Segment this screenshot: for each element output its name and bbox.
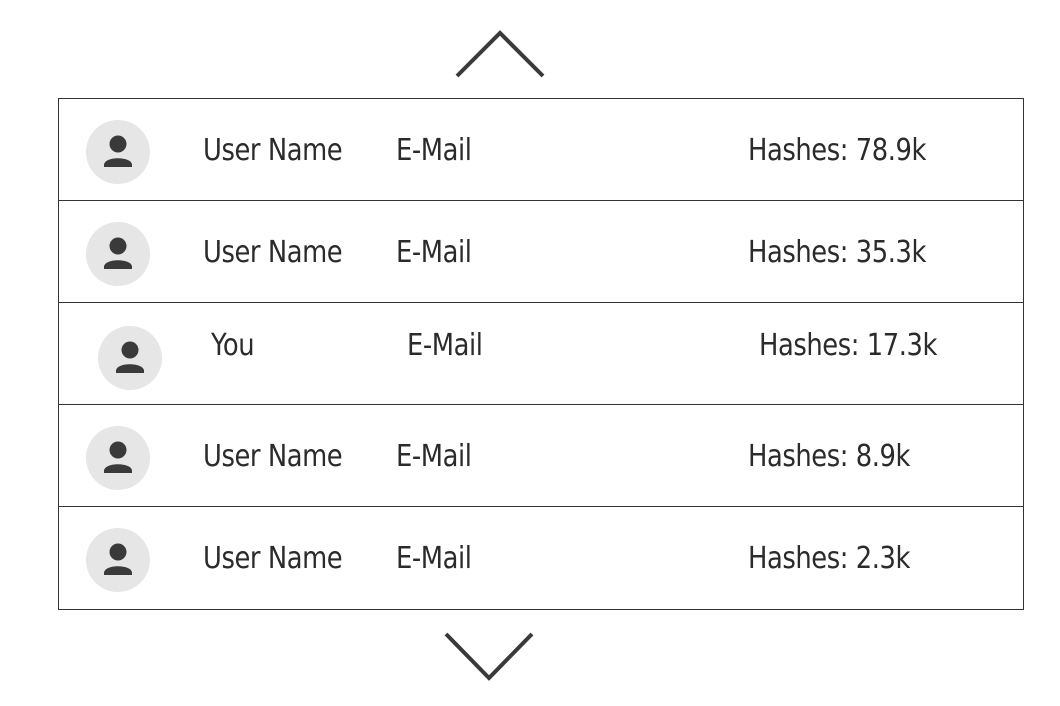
avatar xyxy=(86,222,150,286)
list-item[interactable]: User Name E-Mail Hashes: 35.3k xyxy=(59,201,1023,303)
user-name: User Name xyxy=(203,235,343,270)
leaderboard-list: User Name E-Mail Hashes: 78.9k User Name… xyxy=(58,98,1024,610)
user-email: E-Mail xyxy=(396,133,472,168)
list-item-you[interactable]: You E-Mail Hashes: 17.3k xyxy=(59,303,1023,405)
list-item[interactable]: User Name E-Mail Hashes: 8.9k xyxy=(59,405,1023,507)
user-icon xyxy=(104,543,132,575)
scroll-down-button[interactable] xyxy=(444,630,534,682)
user-name: User Name xyxy=(203,541,343,576)
hash-count: Hashes: 35.3k xyxy=(748,235,927,270)
avatar xyxy=(98,326,162,390)
chevron-up-icon xyxy=(455,30,545,78)
user-email: E-Mail xyxy=(396,235,472,270)
hash-count: Hashes: 78.9k xyxy=(748,133,927,168)
hash-count: Hashes: 2.3k xyxy=(748,541,911,576)
avatar xyxy=(86,426,150,490)
hash-count: Hashes: 8.9k xyxy=(748,439,911,474)
user-name: You xyxy=(211,328,255,363)
user-name: User Name xyxy=(203,439,343,474)
hash-count: Hashes: 17.3k xyxy=(759,328,938,363)
user-icon xyxy=(104,441,132,473)
user-icon xyxy=(104,237,132,269)
user-icon xyxy=(104,135,132,167)
list-item[interactable]: User Name E-Mail Hashes: 78.9k xyxy=(59,99,1023,201)
user-email: E-Mail xyxy=(396,541,472,576)
avatar xyxy=(86,120,150,184)
user-icon xyxy=(116,341,144,373)
list-item[interactable]: User Name E-Mail Hashes: 2.3k xyxy=(59,507,1023,609)
avatar xyxy=(86,528,150,592)
user-email: E-Mail xyxy=(396,439,472,474)
scroll-up-button[interactable] xyxy=(455,30,545,80)
user-name: User Name xyxy=(203,133,343,168)
user-email: E-Mail xyxy=(407,328,483,363)
chevron-down-icon xyxy=(444,632,534,681)
